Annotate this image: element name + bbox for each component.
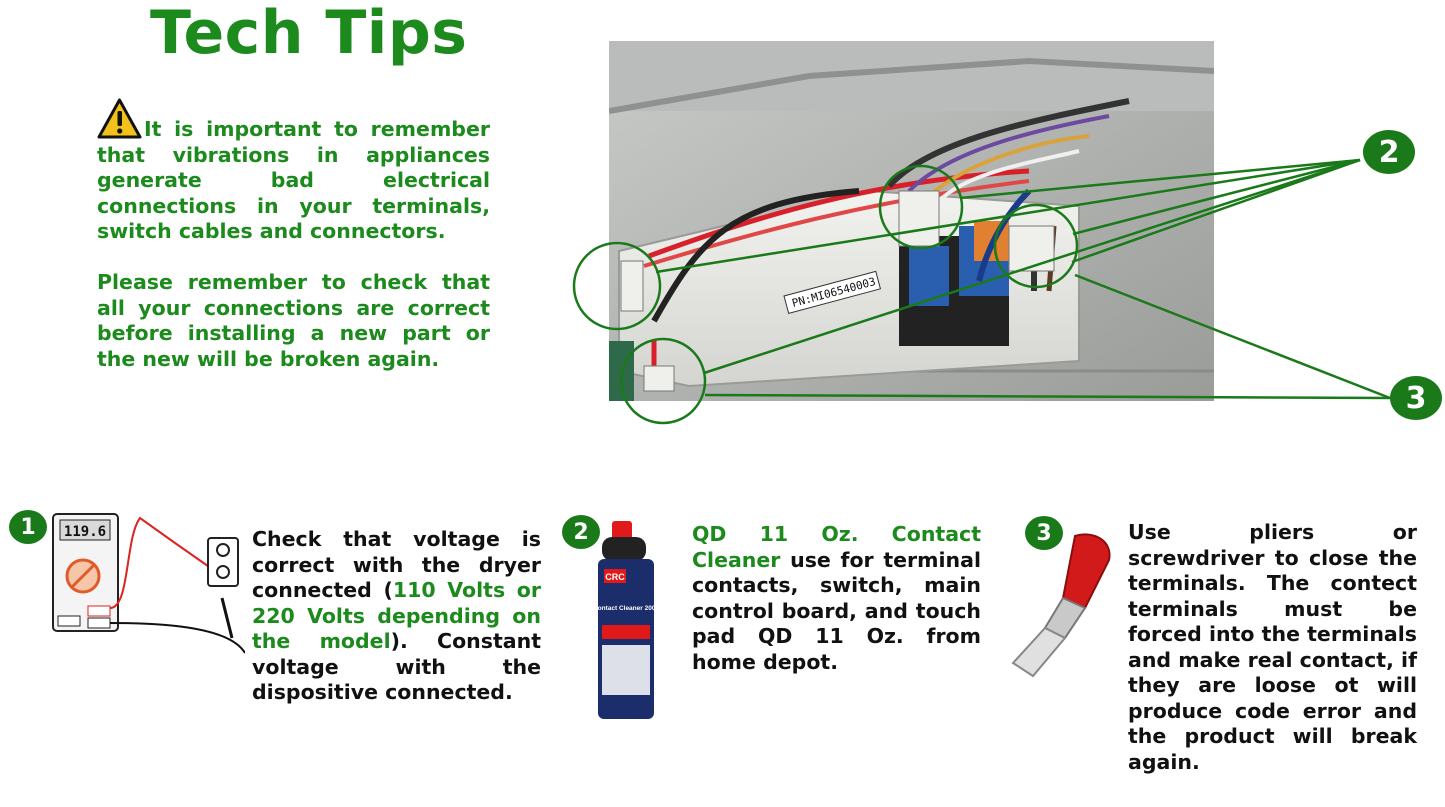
can-label: Contact Cleaner 2000 [593,605,659,612]
step-1-badge: 1 [9,510,47,544]
contact-cleaner-can: CRC Contact Cleaner 2000 [593,521,659,719]
product-name: QD 11 Oz. Contact Cleaner [692,522,981,572]
step-3-badge: 3 [1025,516,1063,550]
warning-text: It is important to remember that vibrati… [97,117,490,244]
callout-badge-2: 2 [1363,130,1415,174]
step-2-text: QD 11 Oz. Contact Cleaner use for termin… [692,522,981,674]
voltage-highlight: 110 Volts or 220 Volts depending on the … [252,578,541,653]
step-1-text: Check that voltage is correct with the d… [252,527,542,704]
step-3-text: Use pliers or screwdriver to close the t… [1128,520,1417,774]
callout-badge-3: 3 [1390,376,1442,420]
warning-icon [97,98,142,139]
intro-section: It is important to remember that vibrati… [97,98,490,372]
terminal-connector-illustration [1011,533,1111,678]
reminder-paragraph: Please remember to check that all your c… [97,269,490,371]
step-2-badge: 2 [562,515,600,549]
control-board-photo: PN:MI06540003 [609,41,1214,401]
page-title: Tech Tips [150,0,468,68]
warning-paragraph: It is important to remember that vibrati… [97,98,490,245]
can-brand: CRC [605,572,625,582]
multimeter-illustration: 119.6 [52,513,245,654]
meter-reading: 119.6 [64,524,106,540]
